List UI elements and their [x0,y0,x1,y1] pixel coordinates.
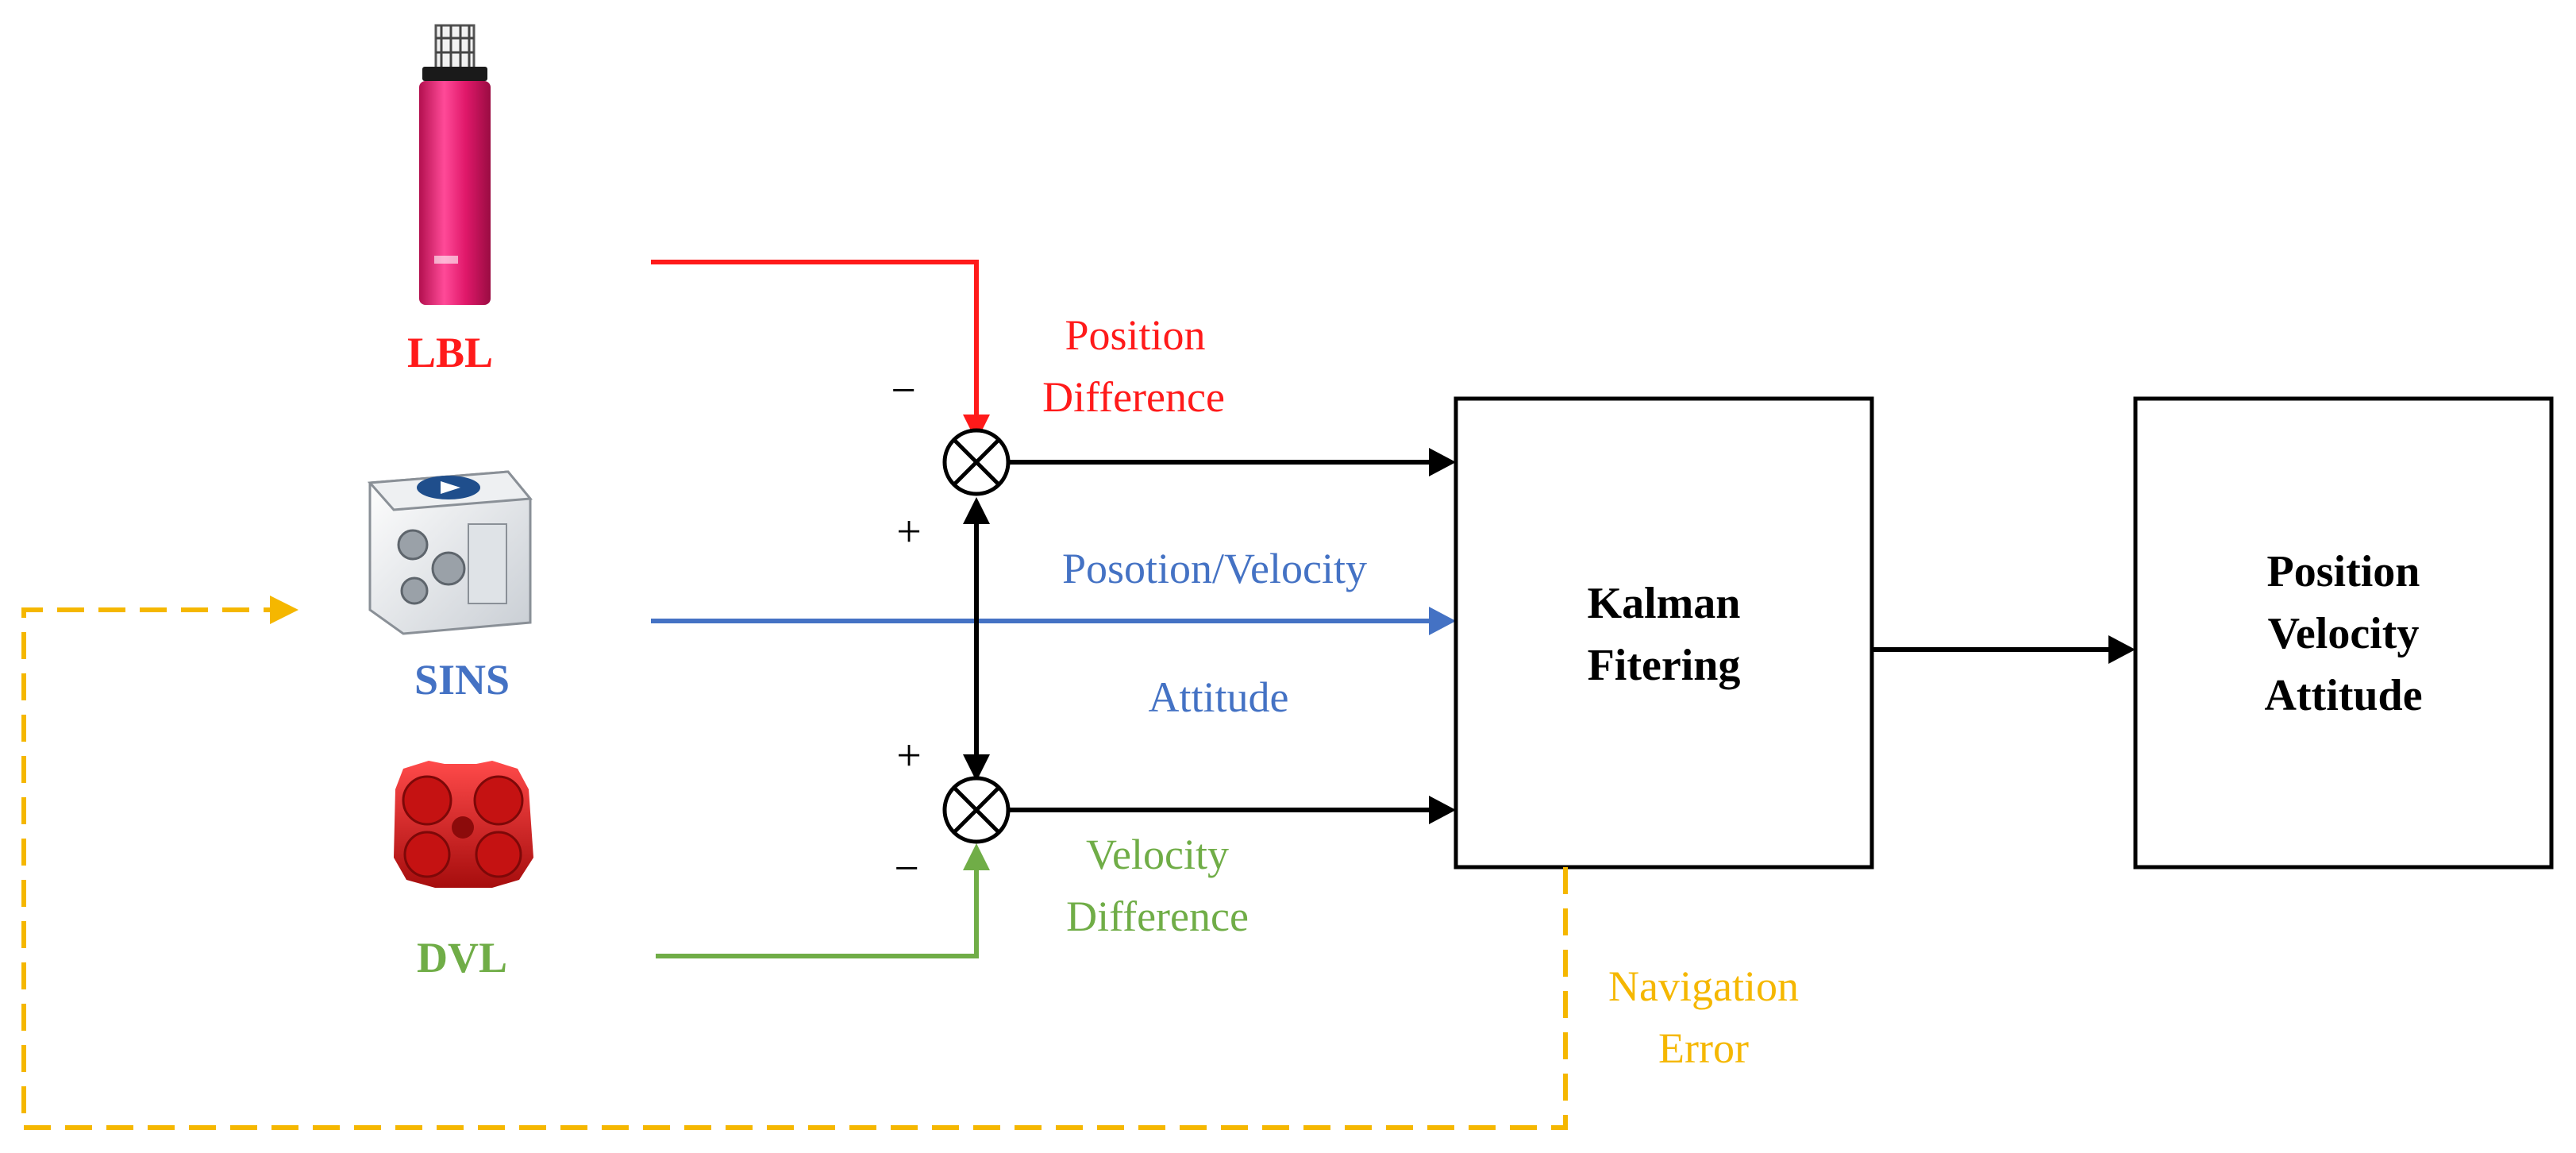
dvl-signal-line [656,843,990,958]
output-block-line3: Attitude [2264,671,2422,720]
velocity-difference-label-line2: Difference [1066,893,1249,940]
summing-junction-bottom [942,776,1011,844]
sins-label: SINS [414,656,510,704]
dvl-label: DVL [417,934,507,981]
sins-signal-line [651,607,1456,635]
velocity-difference-label-line1: Velocity [1086,831,1229,878]
kalman-filtering-block: Kalman Fitering [1454,396,1874,870]
position-difference-line [1008,448,1456,476]
kalman-output-line [1872,635,2135,664]
bottom-junction-plus-sign: + [896,731,922,781]
sins-split-arrow [963,497,990,781]
velocity-difference-line [1008,796,1456,824]
sins-imu-icon [367,470,533,635]
top-junction-minus-sign: − [891,366,916,415]
lbl-label: LBL [407,329,493,376]
bottom-junction-minus-sign: − [894,844,919,893]
position-difference-label-line2: Difference [1042,373,1225,421]
position-difference-label-line1: Position [1065,311,1205,359]
navigation-error-label-line1: Navigation [1608,962,1799,1010]
dvl-sensor-icon [394,761,533,888]
output-block: Position Velocity Attitude [2133,396,2554,870]
lbl-signal-line [651,260,990,442]
attitude-label: Attitude [1149,673,1289,721]
output-block-line1: Position [2267,547,2420,596]
lbl-transponder-icon [419,24,491,305]
kalman-block-line2: Fitering [1588,641,1741,690]
summing-junction-top [942,428,1011,496]
output-block-line2: Velocity [2268,609,2420,658]
navigation-error-feedback-line [21,596,1568,1130]
top-junction-plus-sign: + [896,507,922,557]
kalman-block-line1: Kalman [1588,579,1741,628]
navigation-error-label-line2: Error [1658,1024,1749,1072]
posotion-velocity-label: Posotion/Velocity [1062,545,1367,592]
